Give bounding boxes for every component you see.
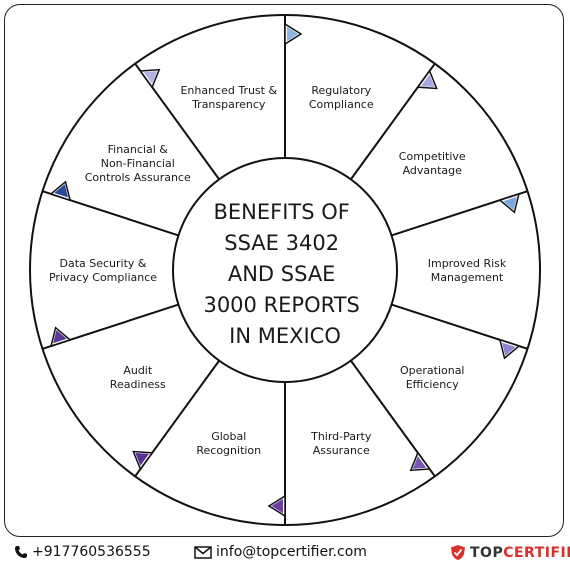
pointer-marker xyxy=(143,71,158,84)
segment-label-line: Controls Assurance xyxy=(85,171,191,184)
pointer-marker xyxy=(503,196,517,210)
center-title-line: AND SSAE xyxy=(228,262,336,286)
segment-label-line: Financial & xyxy=(108,143,169,156)
segment-label-line: Management xyxy=(431,271,504,284)
segment-label-line: Third-Party xyxy=(310,430,372,443)
mail-icon xyxy=(194,545,212,559)
segment-label-line: Global xyxy=(211,430,246,443)
pointer-marker xyxy=(271,498,283,514)
center-title-line: 3000 REPORTS xyxy=(203,293,359,317)
segment-label: Data Security &Privacy Compliance xyxy=(49,257,157,284)
segment-label-line: Readiness xyxy=(110,378,166,391)
markers-group xyxy=(49,22,521,518)
content-frame xyxy=(4,4,564,537)
segment-label-line: Assurance xyxy=(313,444,370,457)
segment-label-line: Improved Risk xyxy=(428,257,507,270)
center-title: BENEFITS OF SSAE 3402 AND SSAE 3000 REPO… xyxy=(203,200,366,348)
segment-label-line: Operational xyxy=(400,364,465,377)
segment-label: Enhanced Trust &Transparency xyxy=(180,84,277,111)
phone-number: +917760536555 xyxy=(32,544,151,560)
segment-label-line: Non-Financial xyxy=(101,157,175,170)
email-contact[interactable]: info@topcertifier.com xyxy=(194,544,367,560)
center-circle xyxy=(172,157,398,383)
phone-contact[interactable]: +917760536555 xyxy=(14,544,151,560)
email-address: info@topcertifier.com xyxy=(216,544,367,560)
segment-label-line: Audit xyxy=(123,364,153,377)
brand-logo[interactable]: TOPCERTIFIER xyxy=(450,544,570,561)
pointer-marker xyxy=(53,330,67,344)
phone-icon xyxy=(15,546,27,558)
segment-label-line: Privacy Compliance xyxy=(49,271,157,284)
segment-label-line: Enhanced Trust & xyxy=(180,84,277,97)
segment-label-line: Regulatory xyxy=(311,84,371,97)
pointer-marker xyxy=(412,456,427,469)
center-title-line: SSAE 3402 xyxy=(224,231,339,255)
pointer-marker xyxy=(135,452,149,466)
segment-label-line: Advantage xyxy=(403,164,463,177)
segment-label-line: Recognition xyxy=(196,444,261,457)
pointer-marker xyxy=(54,184,69,198)
brand-certifier: CERTIFIER xyxy=(503,544,570,561)
segment-label-line: Competitive xyxy=(399,150,466,163)
brand-top: TOP xyxy=(470,544,504,561)
segment-label-line: Efficiency xyxy=(406,378,459,391)
footer: +917760536555 info@topcertifier.com TOPC… xyxy=(0,540,570,570)
segment-label-line: Compliance xyxy=(309,98,374,111)
center-title-line: IN MEXICO xyxy=(229,324,341,348)
segment-label-line: Data Security & xyxy=(59,257,146,270)
shield-logo-icon xyxy=(451,545,465,560)
pointer-marker xyxy=(501,342,516,356)
pointer-marker xyxy=(287,26,299,42)
center-title-line: BENEFITS OF xyxy=(213,200,349,224)
pointer-marker xyxy=(421,74,435,88)
segment-label-line: Transparency xyxy=(191,98,266,111)
